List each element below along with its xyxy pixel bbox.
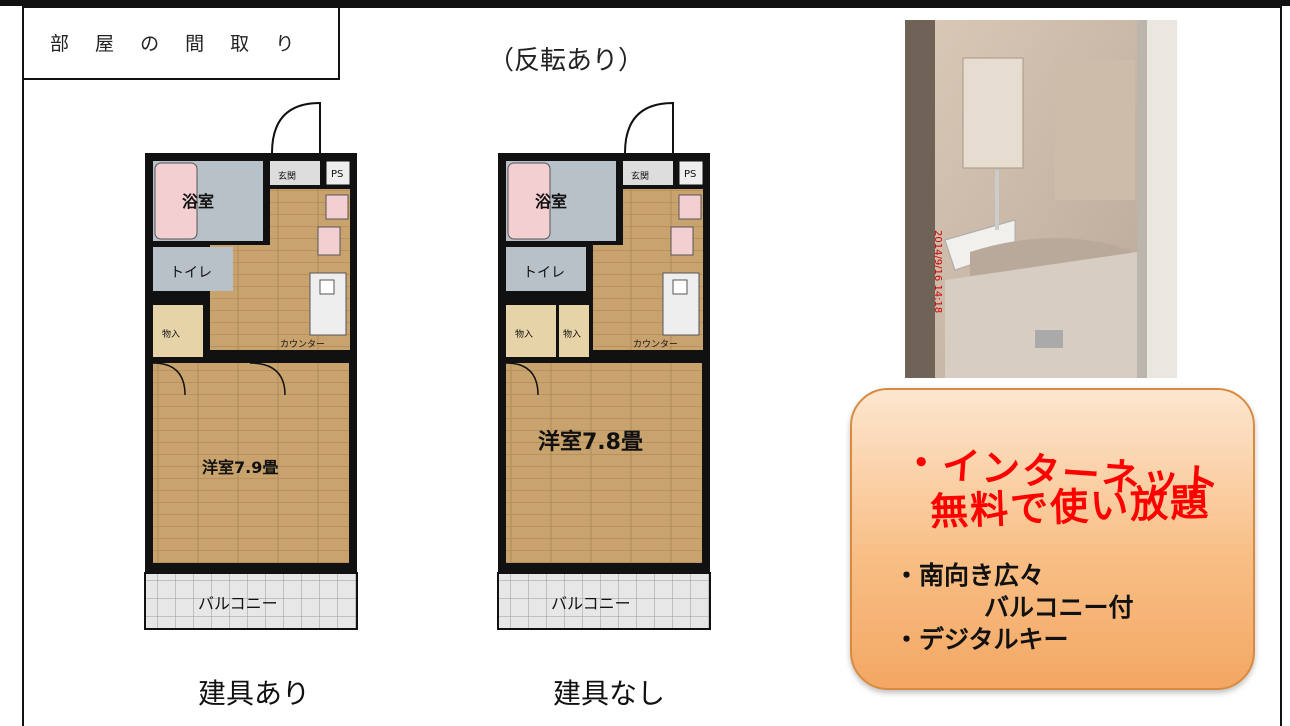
section-label: 部 屋 の 間 取 り	[22, 6, 340, 80]
toilet-label: トイレ	[523, 265, 565, 281]
floor-plan-with-fittings: 浴室 玄関 PS カウンター トイレ 物入 洋室7.9畳 バルコニー	[144, 101, 358, 630]
balcony-label: バルコニー	[198, 594, 278, 613]
ps-label: PS	[684, 169, 696, 180]
bath-label: 浴室	[182, 192, 214, 211]
counter-label: カウンター	[633, 339, 678, 350]
ps-label: PS	[331, 169, 343, 180]
entrance-label: 玄関	[278, 170, 296, 182]
balcony-label: バルコニー	[551, 594, 631, 613]
promo-callout: ・インターネット 無料で使い放題 ・南向き広々 バルコニー付 ・デジタルキー	[850, 388, 1255, 690]
caption-without-fittings: 建具なし	[553, 677, 666, 710]
top-rule	[0, 0, 1290, 6]
room-label: 洋室7.8畳	[538, 429, 643, 455]
storage-label: 物入	[162, 328, 180, 340]
room-label: 洋室7.9畳	[202, 458, 278, 477]
bathroom-photo: 2014/9/16 14:18	[905, 20, 1177, 378]
storage-label-2: 物入	[563, 328, 581, 340]
storage-label: 物入	[515, 328, 533, 340]
floor-plan-without-fittings: 浴室 玄関 PS カウンター トイレ 物入 物入 洋室7.8畳 バルコニー	[497, 101, 711, 630]
promo-bullet-balcony: バルコニー付	[984, 593, 1134, 622]
bath-label: 浴室	[535, 192, 567, 211]
promo-headline-unlimited: 無料で使い放題	[929, 480, 1211, 534]
entrance-label: 玄関	[631, 170, 649, 182]
reverse-note: （反転あり）	[488, 46, 645, 76]
counter-label: カウンター	[280, 339, 325, 350]
promo-bullet-digital-key: ・デジタルキー	[894, 625, 1069, 654]
page-frame	[22, 6, 1282, 726]
photo-timestamp: 2014/9/16 14:18	[932, 230, 943, 313]
caption-with-fittings: 建具あり	[198, 677, 311, 710]
toilet-label: トイレ	[170, 265, 212, 281]
promo-bullet-south-facing: ・南向き広々	[894, 561, 1045, 590]
